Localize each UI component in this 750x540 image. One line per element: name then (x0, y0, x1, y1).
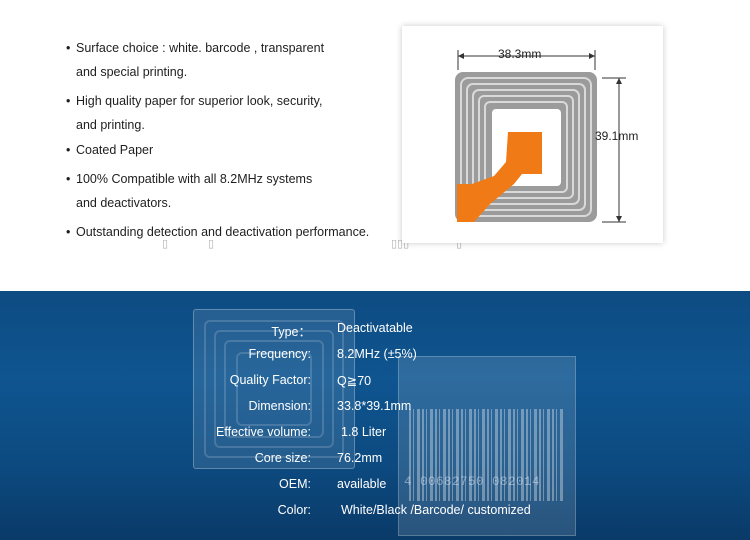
spec-label: Type： (271, 325, 311, 339)
feature-item: Surface choice : white. barcode , transp… (66, 36, 396, 84)
feature-list: Surface choice : white. barcode , transp… (66, 36, 396, 249)
coil-ring (460, 77, 592, 217)
feature-line: Coated Paper (76, 143, 154, 157)
spec-row-frequency: Frequency: 8.2MHz (±5%) (0, 347, 750, 367)
spec-label: Effective volume: (216, 425, 311, 439)
feature-line: 100% Compatible with all 8.2MHz systems (76, 172, 313, 186)
feature-item: Outstanding detection and deactivation p… (66, 220, 396, 244)
coil-ring (478, 95, 574, 199)
coil-ring (466, 83, 586, 211)
missing-glyph-icon: ▯ (456, 237, 463, 250)
missing-glyph-icon: ▯ (208, 237, 215, 250)
spec-row-effective-volume: Effective volume: 1.8 Liter (0, 425, 750, 445)
spec-row-dimension: Dimension: 33.8*39.1mm (0, 399, 750, 419)
height-dimension-label: 39.1mm (595, 129, 639, 143)
spec-label: Frequency: (248, 347, 311, 361)
spec-value: White/Black /Barcode/ customized (341, 503, 531, 517)
spec-row-core-size: Core size: 76.2mm (0, 451, 750, 471)
barcode-bars (409, 409, 565, 501)
spec-row-color: Color: White/Black /Barcode/ customized (0, 503, 750, 523)
spec-label: Dimension: (248, 399, 311, 413)
spec-label: Color: (277, 503, 311, 517)
spec-value: Q≧70 (337, 374, 372, 388)
width-dimension-label: 38.3mm (498, 47, 542, 61)
faded-tag-image (193, 309, 355, 469)
feature-line: High quality paper for superior look, se… (76, 94, 323, 108)
feature-line: Outstanding detection and deactivation p… (76, 225, 370, 239)
rf-tag-diagram: 38.3mm 39.1mm (402, 26, 663, 243)
capacitor-pad (457, 132, 542, 222)
spec-row-quality-factor: Quality Factor: Q≧70 (0, 373, 750, 393)
barcode-number: 4 00682750 082014 (404, 475, 541, 489)
coil-ring (484, 101, 568, 193)
feature-line-continued: and printing. (76, 118, 145, 132)
feature-line-continued: and special printing. (76, 65, 188, 79)
spec-value: 1.8 Liter (341, 425, 387, 439)
product-feature-section: Surface choice : white. barcode , transp… (0, 0, 750, 291)
spec-label: OEM: (279, 477, 311, 491)
spec-label: Quality Factor: (229, 373, 311, 387)
spec-label: Core size: (254, 451, 311, 465)
feature-item: 100% Compatible with all 8.2MHz systems … (66, 167, 396, 215)
faded-barcode-label (398, 356, 576, 536)
spec-value: available (337, 477, 387, 491)
spec-value: Deactivatable (337, 321, 413, 335)
rf-tag-illustration (455, 50, 626, 223)
missing-glyph-icon: ▯ (162, 237, 169, 250)
spec-value: 8.2MHz (±5%) (337, 347, 417, 361)
spec-value: 76.2mm (337, 451, 383, 465)
feature-item: Coated Paper (66, 138, 396, 162)
specification-panel: 4 00682750 082014 Type： Deactivatable Fr… (0, 291, 750, 540)
spec-row-oem: OEM: available (0, 477, 750, 497)
feature-item: High quality paper for superior look, se… (66, 89, 396, 137)
feature-line-continued: and deactivators. (76, 196, 172, 210)
feature-line: Surface choice : white. barcode , transp… (76, 41, 325, 55)
spec-value: 33.8*39.1mm (337, 399, 412, 413)
spec-row-type: Type： Deactivatable (0, 321, 750, 341)
coil-ring (472, 89, 580, 205)
